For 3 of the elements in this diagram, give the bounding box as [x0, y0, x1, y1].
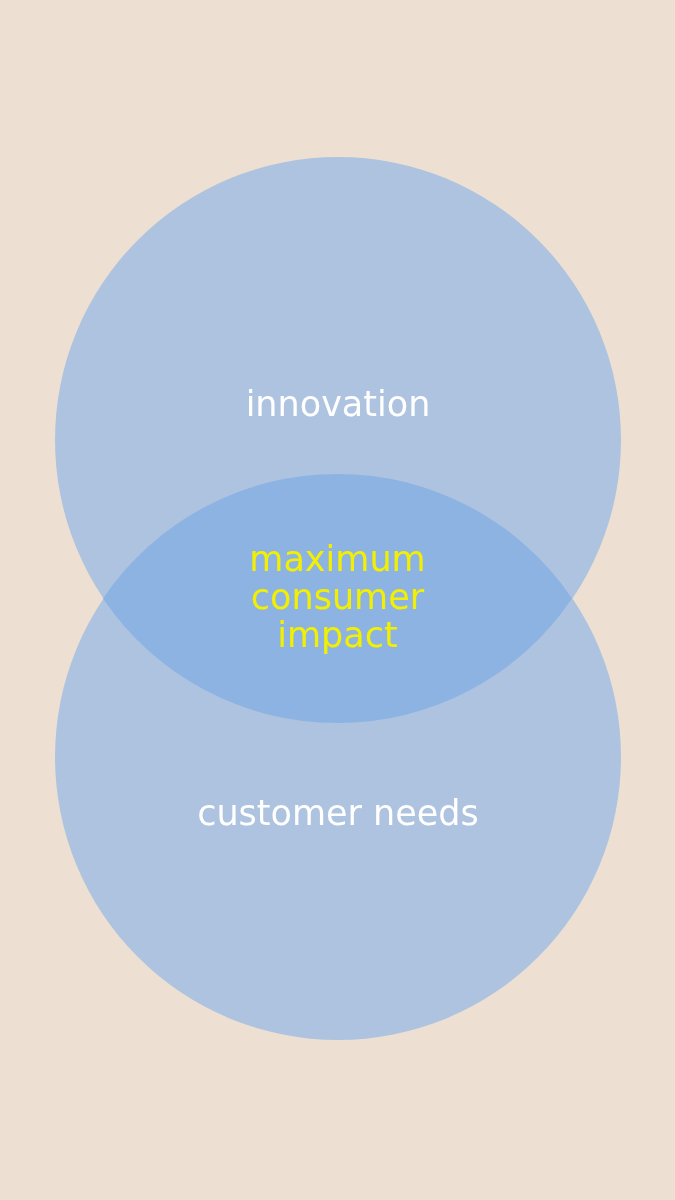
overlap-label: maximum consumer impact [248, 540, 427, 654]
circle-label: customer needs [196, 794, 480, 832]
circle-label: innovation [244, 385, 432, 423]
